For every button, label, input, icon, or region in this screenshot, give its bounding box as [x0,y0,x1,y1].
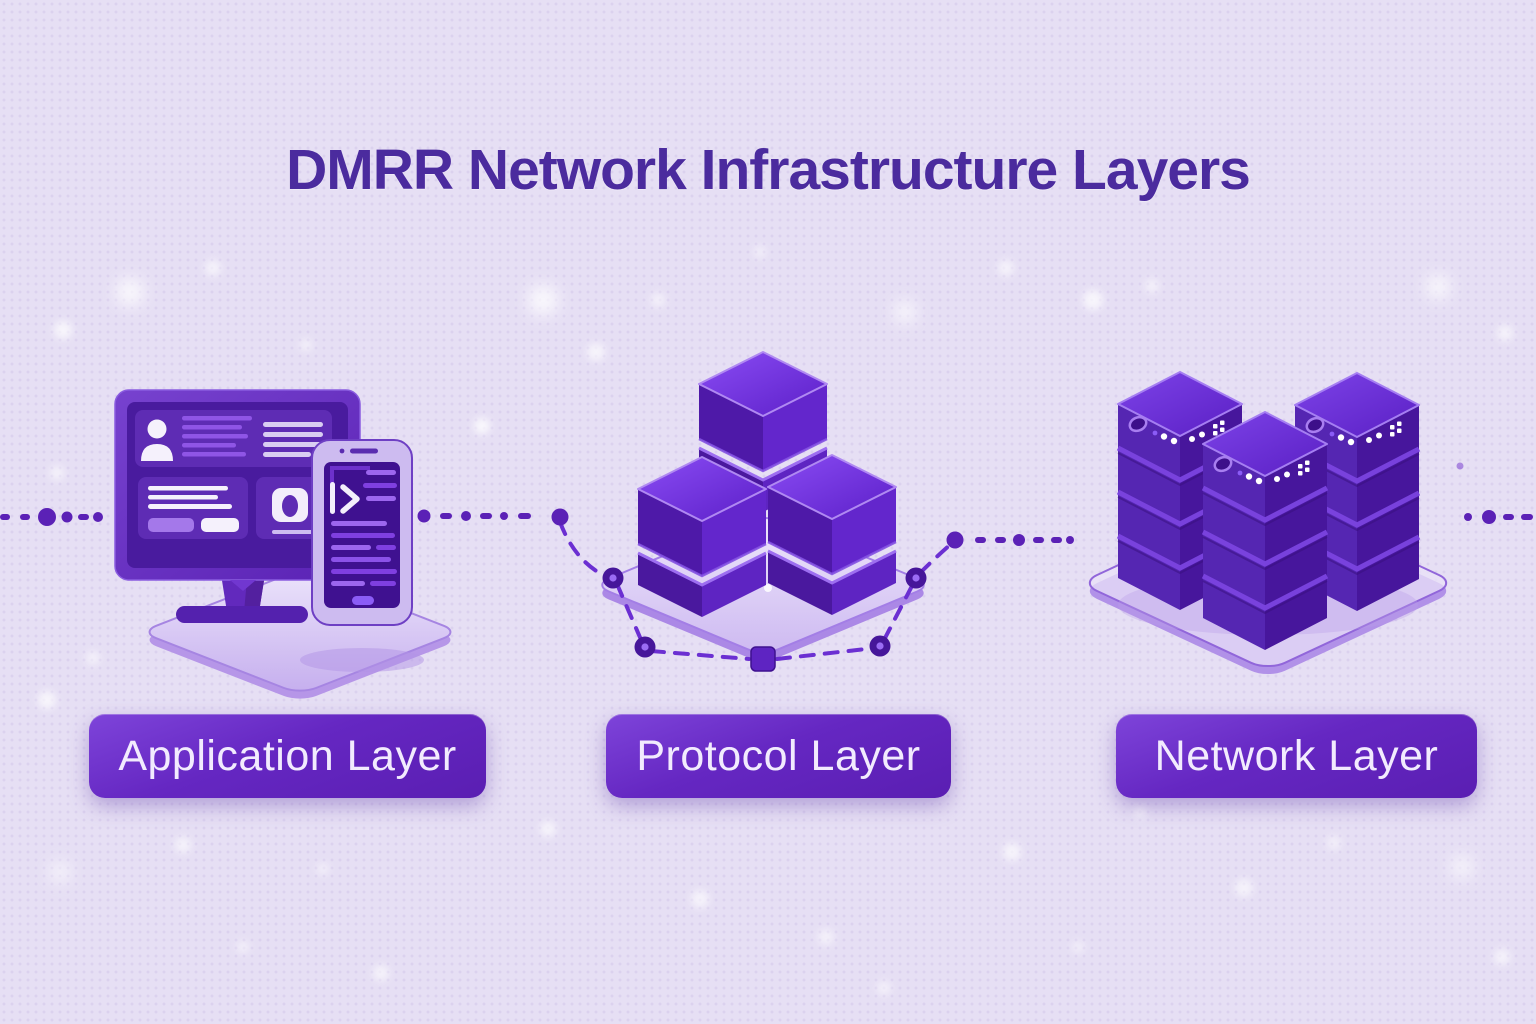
label-text: Network Layer [1154,731,1439,780]
lock-icon [272,488,308,522]
profile-card [135,410,332,467]
dotted-connector-right-edge [1464,510,1533,524]
page-title: DMRR Network Infrastructure Layers [286,138,1251,202]
label-network-layer: Network Layer [1116,714,1477,798]
cube-icon [766,453,898,617]
user-avatar-icon [141,419,173,461]
dotted-connector-left-edge [0,508,103,526]
desktop-monitor-icon [114,389,361,591]
button-shape [148,518,194,532]
network-layer-illustration [1070,355,1510,675]
code-icon [330,482,360,514]
content-card [138,477,248,539]
application-layer-illustration [114,389,500,699]
code-lines [331,470,397,605]
server-tower [1203,412,1327,650]
cube-icon [636,455,768,619]
label-text: Protocol Layer [636,731,921,780]
smartphone-icon [300,439,424,672]
protocol-layer-illustration [551,350,964,672]
connection-node-icon [551,508,964,672]
label-protocol-layer: Protocol Layer [606,714,951,798]
label-text: Application Layer [118,731,457,780]
button-shape [201,518,239,532]
dotted-connector-protocol-to-network [975,534,1074,546]
label-application-layer: Application Layer [89,714,486,798]
